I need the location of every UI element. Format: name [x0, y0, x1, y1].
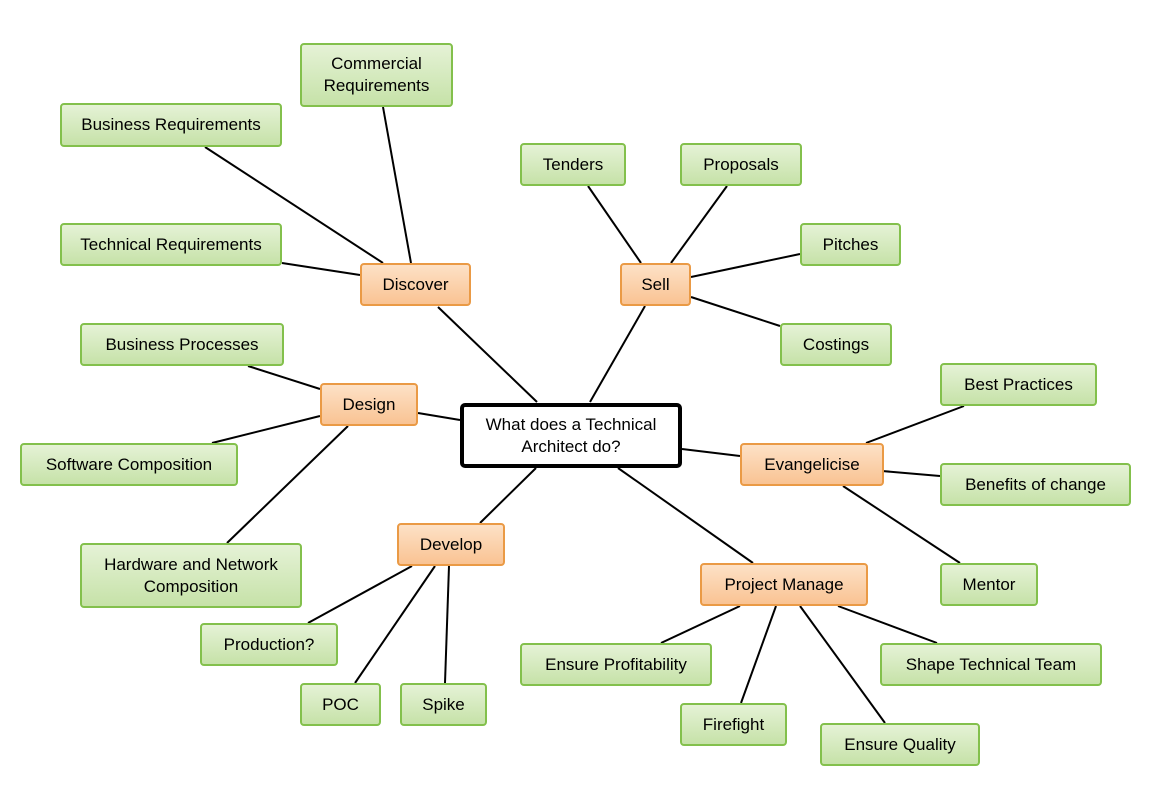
branch-sell[interactable]: Sell [620, 263, 691, 306]
leaf-software-composition[interactable]: Software Composition [20, 443, 238, 486]
leaf-commercial-requirements[interactable]: Commercial Requirements [300, 43, 453, 107]
connector-discover-commercial-requirements [382, 106, 412, 264]
connector-design-hardware-network [226, 425, 349, 544]
branch-project-manage[interactable]: Project Manage [700, 563, 868, 606]
leaf-ensure-profitability[interactable]: Ensure Profitability [520, 643, 712, 686]
connector-evangelicise-mentor [842, 485, 961, 564]
connector-center-discover [437, 306, 538, 403]
leaf-proposals[interactable]: Proposals [680, 143, 802, 186]
connector-pm-ensure-profitability [660, 605, 741, 644]
connector-sell-costings [690, 296, 781, 327]
leaf-costings[interactable]: Costings [780, 323, 892, 366]
leaf-mentor[interactable]: Mentor [940, 563, 1038, 606]
leaf-pitches[interactable]: Pitches [800, 223, 901, 266]
connector-develop-production [307, 565, 413, 624]
connector-evangelicise-best-practices [865, 405, 965, 444]
leaf-business-processes[interactable]: Business Processes [80, 323, 284, 366]
leaf-benefits-of-change[interactable]: Benefits of change [940, 463, 1131, 506]
connector-center-sell [589, 305, 646, 403]
leaf-firefight[interactable]: Firefight [680, 703, 787, 746]
branch-design[interactable]: Design [320, 383, 418, 426]
connector-center-develop [479, 467, 537, 524]
leaf-business-requirements[interactable]: Business Requirements [60, 103, 282, 147]
connector-design-business-processes [247, 365, 321, 390]
connector-pm-shape-team [837, 605, 938, 644]
connector-center-design [417, 412, 461, 421]
connector-evangelicise-benefits [881, 470, 941, 477]
connector-sell-pitches [690, 253, 801, 278]
branch-discover[interactable]: Discover [360, 263, 471, 306]
leaf-spike[interactable]: Spike [400, 683, 487, 726]
leaf-ensure-quality[interactable]: Ensure Quality [820, 723, 980, 766]
connector-develop-spike [444, 565, 450, 684]
branch-evangelicise[interactable]: Evangelicise [740, 443, 884, 486]
leaf-technical-requirements[interactable]: Technical Requirements [60, 223, 282, 266]
connector-pm-firefight [740, 605, 777, 704]
connector-design-software-composition [211, 415, 321, 444]
branch-develop[interactable]: Develop [397, 523, 505, 566]
connector-center-evangelicise [681, 448, 741, 457]
leaf-tenders[interactable]: Tenders [520, 143, 626, 186]
leaf-poc[interactable]: POC [300, 683, 381, 726]
connector-center-project-manage [617, 467, 754, 564]
connector-discover-technical-requirements [281, 262, 361, 276]
leaf-production[interactable]: Production? [200, 623, 338, 666]
leaf-hardware-network-composition[interactable]: Hardware and Network Composition [80, 543, 302, 608]
connector-sell-proposals [670, 185, 728, 264]
connector-pm-ensure-quality [799, 605, 886, 724]
leaf-best-practices[interactable]: Best Practices [940, 363, 1097, 406]
connector-develop-poc [354, 565, 436, 684]
leaf-shape-technical-team[interactable]: Shape Technical Team [880, 643, 1102, 686]
connector-discover-business-requirements [204, 146, 384, 264]
central-topic[interactable]: What does a Technical Architect do? [460, 403, 682, 468]
connector-sell-tenders [587, 185, 642, 264]
